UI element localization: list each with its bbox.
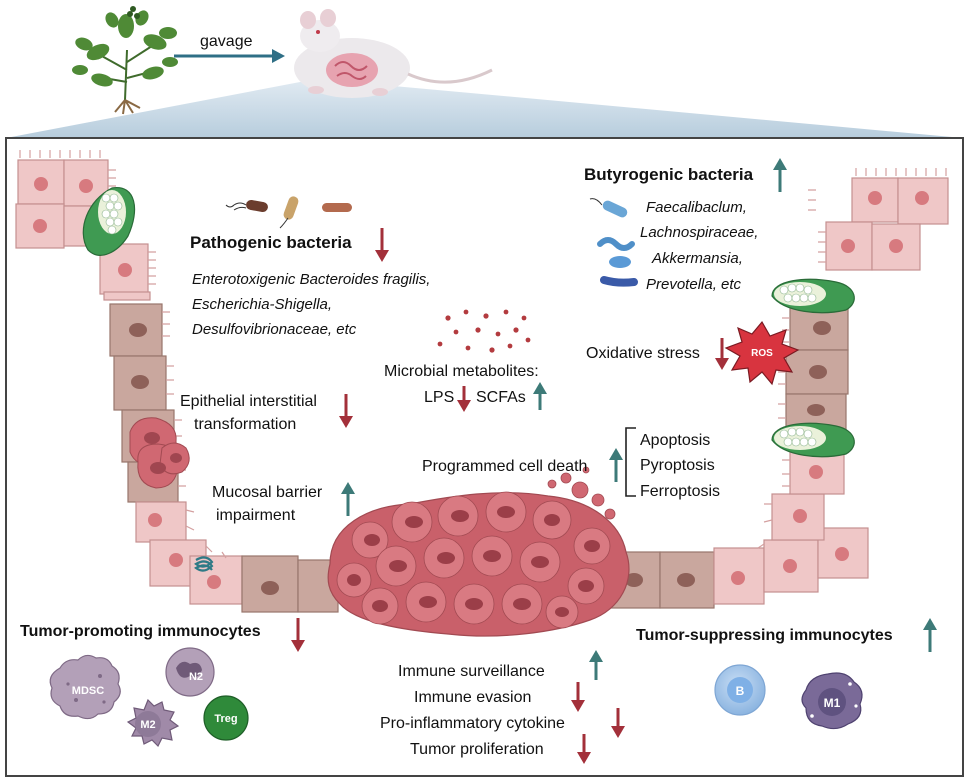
mdsc-cell-icon: MDSC <box>49 654 121 720</box>
treg-cell-icon: Treg <box>203 695 249 741</box>
butyrogenic-line: Lachnospiraceae, <box>640 224 758 241</box>
pcd-type: Pyroptosis <box>640 457 715 474</box>
metabolite-particles <box>437 309 531 353</box>
b-label: B <box>736 684 745 698</box>
pathogenic-line: Desulfovibrionaceae, etc <box>192 321 357 338</box>
scfas-up-arrow <box>533 382 547 410</box>
epithelial-label: transformation <box>194 416 296 433</box>
pathogenic-title: Pathogenic bacteria <box>190 233 352 252</box>
goblet-cell <box>771 422 855 458</box>
butyrogenic-line: Akkermansia, <box>651 250 743 267</box>
n2-label: N2 <box>189 671 203 683</box>
butyrogenic-up-arrow <box>773 158 787 192</box>
scfas-label: SCFAs <box>476 389 526 406</box>
outcome-label: Immune surveillance <box>398 663 545 680</box>
mucosal-label: Mucosal barrier <box>212 484 323 501</box>
tumor-suppressing-label: Tumor-suppressing immunocytes <box>636 627 893 644</box>
tumor-promoting-label: Tumor-promoting immunocytes <box>20 623 261 640</box>
m2-cell-icon: M2 <box>126 698 180 748</box>
pcd-up-arrow <box>609 448 623 482</box>
goblet-cell <box>771 278 855 314</box>
outcome-label: Pro-inflammatory cytokine <box>380 715 565 732</box>
tight-junction-icon <box>194 556 214 572</box>
lps-down-arrow <box>457 386 471 412</box>
pathogenic-line: Enterotoxigenic Bacteroides fragilis, <box>192 271 430 288</box>
butyrogenic-line: Prevotella, etc <box>646 276 742 293</box>
ros-label: ROS <box>751 348 773 359</box>
outcome-label: Immune evasion <box>414 689 531 706</box>
pathogenic-bacteria-icon <box>225 196 352 229</box>
metabolites-title: Microbial metabolites: <box>384 363 539 380</box>
gavage-label: gavage <box>200 33 253 50</box>
b-cell-icon: B <box>714 664 766 716</box>
butyrogenic-bacteria-icon <box>589 198 638 287</box>
pathogenic-down-arrow <box>375 228 389 262</box>
outcome-label: Tumor proliferation <box>410 741 544 758</box>
outcome-down-arrow <box>577 734 591 764</box>
ros-burst-icon: ROS <box>724 320 800 386</box>
pcd-bracket <box>625 427 636 497</box>
butyrogenic-title: Butyrogenic bacteria <box>584 165 754 184</box>
m2-label: M2 <box>140 719 155 731</box>
oxidative-down-arrow <box>715 338 729 370</box>
pathogenic-line: Escherichia-Shigella, <box>192 296 332 313</box>
epithelial-down-arrow <box>339 394 353 428</box>
indicator-arrows <box>291 158 937 764</box>
pcd-label: Programmed cell death <box>422 458 587 475</box>
gavage-arrowhead <box>272 49 285 63</box>
suppressing-up-arrow <box>923 618 937 652</box>
m1-cell-icon: M1 <box>801 672 863 730</box>
n2-cell-icon: N2 <box>165 647 215 697</box>
pcd-type: Apoptosis <box>640 432 710 449</box>
outcome-down-arrow <box>611 708 625 738</box>
plant-icon <box>72 6 178 115</box>
epithelial-label: Epithelial interstitial <box>180 393 317 410</box>
mouse-icon <box>294 9 493 98</box>
crypt-epithelium <box>15 150 949 613</box>
mdsc-label: MDSC <box>72 685 104 697</box>
pcd-type: Ferroptosis <box>640 483 720 500</box>
goblet-cell <box>82 187 136 256</box>
promoting-down-arrow <box>291 618 305 652</box>
treg-label: Treg <box>214 713 237 725</box>
butyrogenic-line: Faecalibaclum, <box>646 199 747 216</box>
lps-label: LPS <box>424 389 454 406</box>
zoom-beam <box>6 82 963 138</box>
m1-label: M1 <box>824 696 841 710</box>
mucosal-up-arrow <box>341 482 355 516</box>
tumor-mass <box>327 466 630 637</box>
outcome-up-arrow <box>589 650 603 680</box>
mucosal-label: impairment <box>216 507 296 524</box>
oxidative-label: Oxidative stress <box>586 345 700 362</box>
outcome-down-arrow <box>571 682 585 712</box>
